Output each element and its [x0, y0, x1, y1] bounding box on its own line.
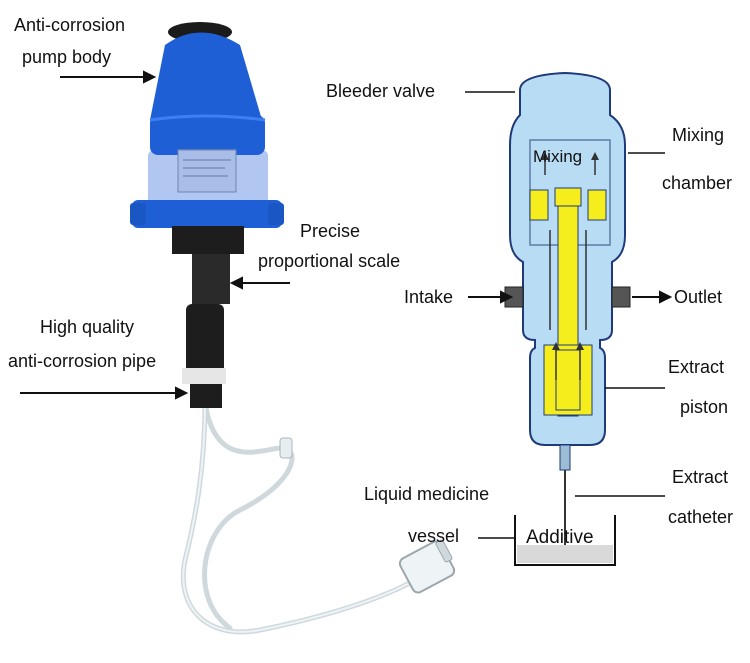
label-high-quality-line1: High quality — [40, 317, 135, 337]
cross-section — [504, 71, 631, 566]
label-mixing-chamber-line2: chamber — [662, 173, 733, 193]
label-mixing-inner: Mixing — [533, 147, 583, 166]
leader-lines — [20, 70, 673, 539]
label-extract-piston-line2: piston — [680, 397, 729, 417]
label-bleeder-valve: Bleeder valve — [326, 81, 436, 101]
label-intake: Intake — [404, 287, 454, 307]
label-anti-corrosion-pump-body-line2: pump body — [22, 47, 112, 67]
label-outlet: Outlet — [674, 287, 723, 307]
tube-highlight — [182, 401, 416, 633]
label-extract-piston-line1: Extract — [668, 357, 725, 377]
label-mixing-chamber-line1: Mixing — [672, 125, 725, 145]
label-precise-line1: Precise — [300, 221, 361, 241]
label-liquid-medicine-line1: Liquid medicine — [364, 484, 490, 504]
label-extract-catheter-line2: catheter — [668, 507, 734, 527]
label-additive: Additive — [526, 527, 594, 548]
pump-body — [130, 22, 284, 408]
label-high-quality-line2: anti-corrosion pipe — [8, 351, 157, 371]
label-extract-catheter-line1: Extract — [672, 467, 729, 487]
filter — [398, 539, 456, 594]
label-anti-corrosion-pump-body-line1: Anti-corrosion — [14, 15, 126, 35]
label-liquid-medicine-line2: vessel — [408, 526, 460, 546]
tube-clip — [279, 437, 293, 459]
label-precise-line2: proportional scale — [258, 251, 401, 271]
tube — [180, 399, 418, 635]
